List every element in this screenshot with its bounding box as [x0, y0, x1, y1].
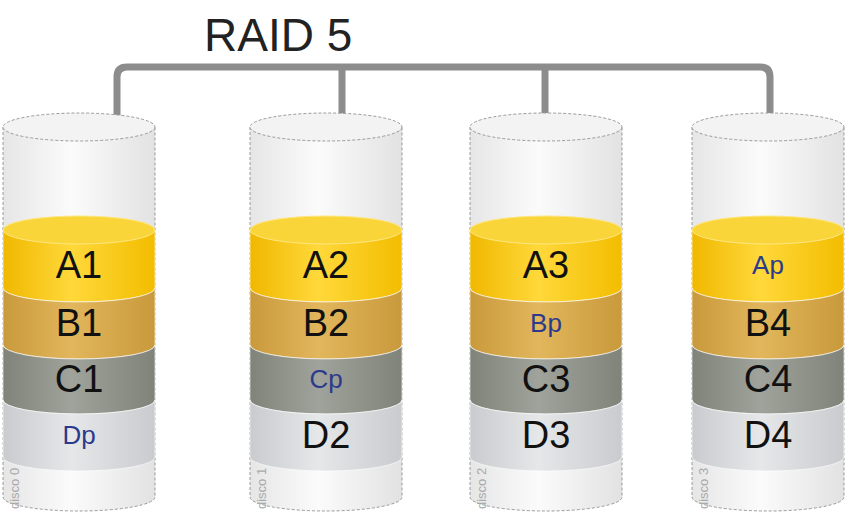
- stripe-block: B2: [250, 288, 402, 345]
- data-label: C1: [55, 360, 104, 398]
- data-label: C3: [522, 360, 571, 398]
- stripe-block: Dp: [3, 400, 155, 457]
- parity-label: Ap: [752, 252, 784, 278]
- parity-label: Bp: [530, 310, 562, 336]
- parity-label: Cp: [309, 366, 342, 392]
- disk-cylinder: disco 0 A1B1C1Dp: [3, 113, 155, 513]
- data-label: B4: [745, 304, 791, 342]
- stripe-block: B1: [3, 288, 155, 345]
- stripe-block: Cp: [250, 345, 402, 400]
- stripe-block: Bp: [470, 288, 622, 345]
- disk-label: disco 2: [474, 468, 489, 509]
- data-label: A1: [56, 246, 102, 284]
- parity-label: Dp: [62, 422, 95, 448]
- stripe-block: C3: [470, 345, 622, 400]
- diagram-title: RAID 5: [204, 12, 352, 58]
- data-label: A3: [523, 246, 569, 284]
- stripe-block: D4: [692, 400, 844, 457]
- stripe-block: A2: [250, 230, 402, 288]
- disk-cylinder: disco 3 ApB4C4D4: [692, 113, 844, 513]
- stripe-block: Ap: [692, 230, 844, 288]
- data-label: D4: [744, 416, 793, 454]
- stripe-block: A3: [470, 230, 622, 288]
- disk-label: disco 3: [696, 468, 711, 509]
- disk-label: disco 1: [254, 468, 269, 509]
- data-label: A2: [303, 246, 349, 284]
- stripe-block: C4: [692, 345, 844, 400]
- stripe-block: B4: [692, 288, 844, 345]
- stripe-block: D2: [250, 400, 402, 457]
- data-label: D2: [302, 416, 351, 454]
- disk-label: disco 0: [7, 468, 22, 509]
- stripe-block: A1: [3, 230, 155, 288]
- disk-cylinder: disco 2 A3BpC3D3: [470, 113, 622, 513]
- stripe-block: C1: [3, 345, 155, 400]
- data-label: C4: [744, 360, 793, 398]
- data-label: B1: [56, 304, 102, 342]
- data-label: D3: [522, 416, 571, 454]
- disk-cylinder: disco 1 A2B2CpD2: [250, 113, 402, 513]
- data-label: B2: [303, 304, 349, 342]
- stripe-block: D3: [470, 400, 622, 457]
